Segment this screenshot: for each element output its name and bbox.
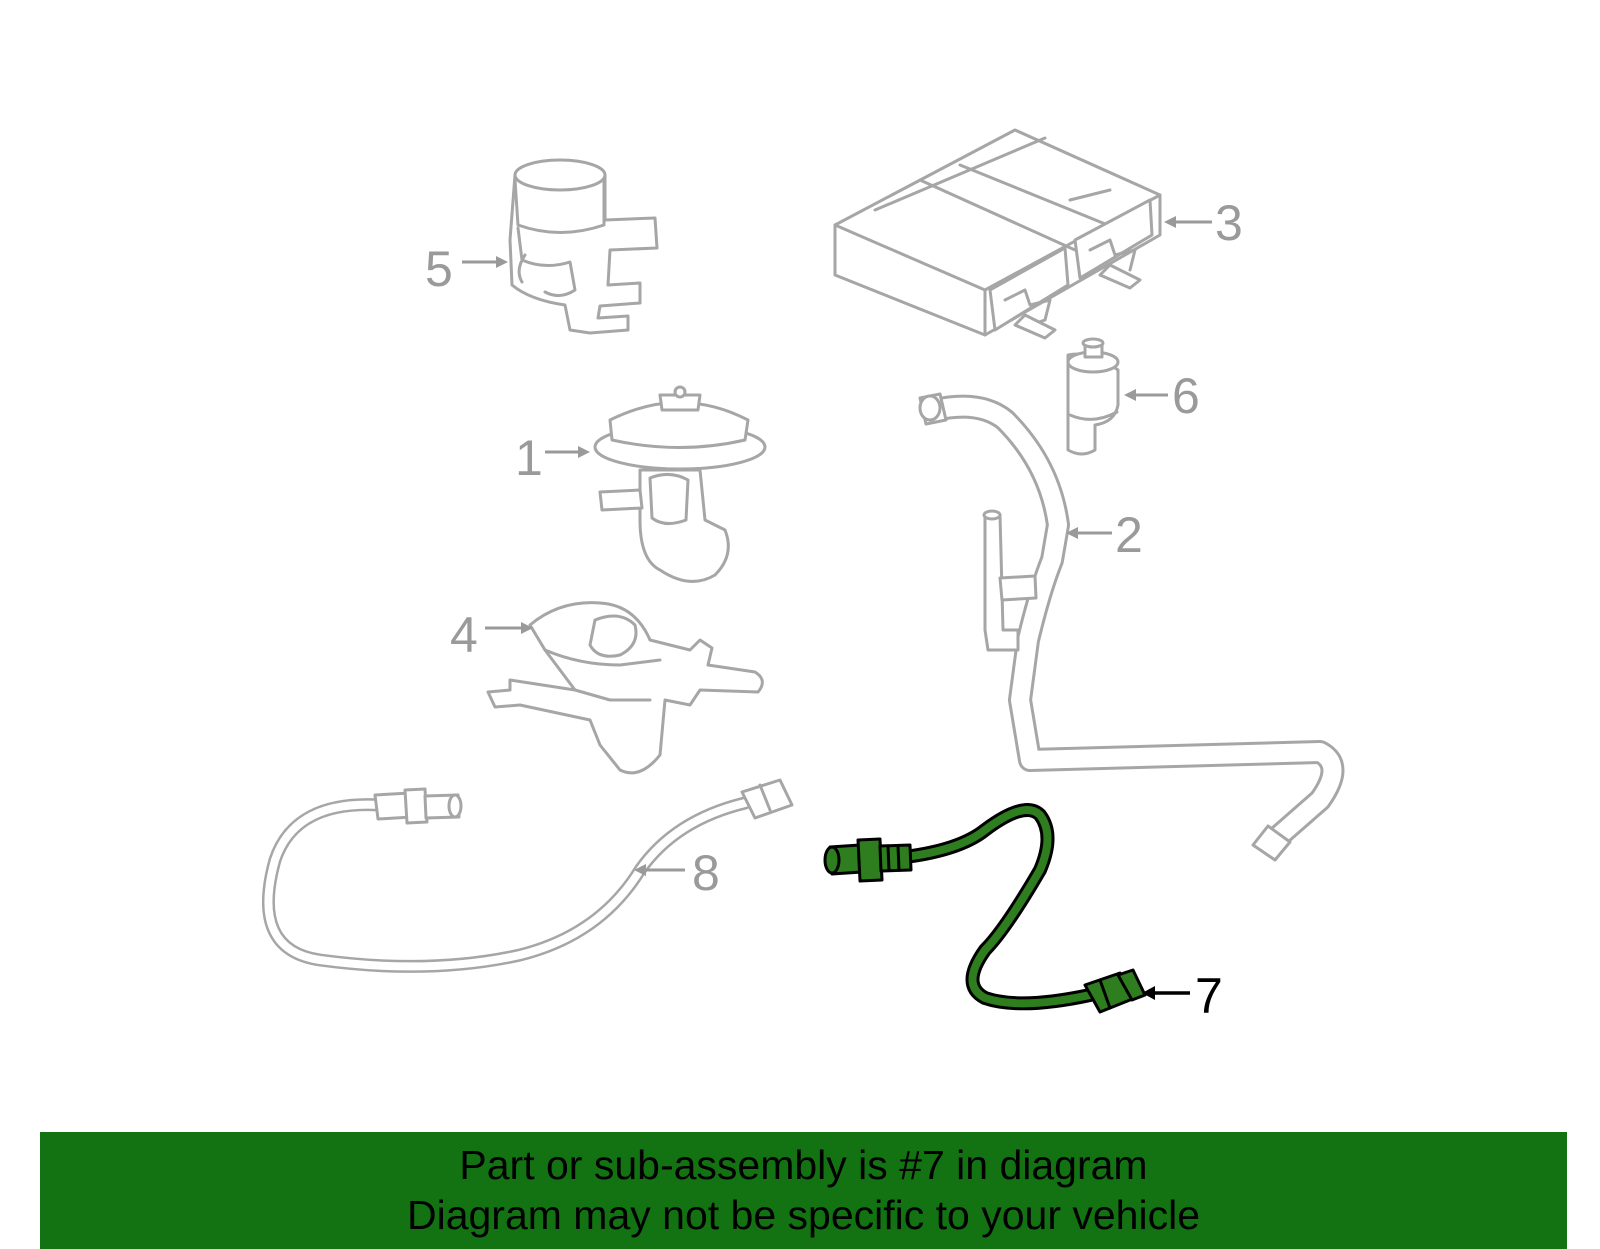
callout-8: 8 — [692, 845, 720, 901]
banner-line-1: Part or sub-assembly is #7 in diagram — [459, 1142, 1148, 1188]
part-5-vacuum-valve[interactable] — [508, 158, 659, 335]
part-3-canister[interactable] — [833, 128, 1162, 340]
callout-5: 5 — [425, 241, 453, 297]
callout-7: 7 — [1195, 968, 1223, 1024]
callout-2: 2 — [1115, 507, 1143, 563]
callout-6: 6 — [1172, 368, 1200, 424]
callout-1: 1 — [515, 430, 543, 486]
part-2-hose[interactable] — [918, 392, 1345, 862]
callout-4: 4 — [450, 607, 478, 663]
banner-line-2: Diagram may not be specific to your vehi… — [406, 1192, 1200, 1238]
part-6-solenoid[interactable] — [1066, 337, 1120, 456]
callout-3: 3 — [1215, 195, 1243, 251]
info-banner: Part or sub-assembly is #7 in diagram Di… — [40, 1132, 1567, 1249]
part-4-bracket[interactable] — [486, 601, 764, 775]
part-7-oxygen-sensor-highlighted[interactable] — [823, 803, 1147, 1014]
part-1-egr-valve[interactable] — [593, 385, 767, 583]
